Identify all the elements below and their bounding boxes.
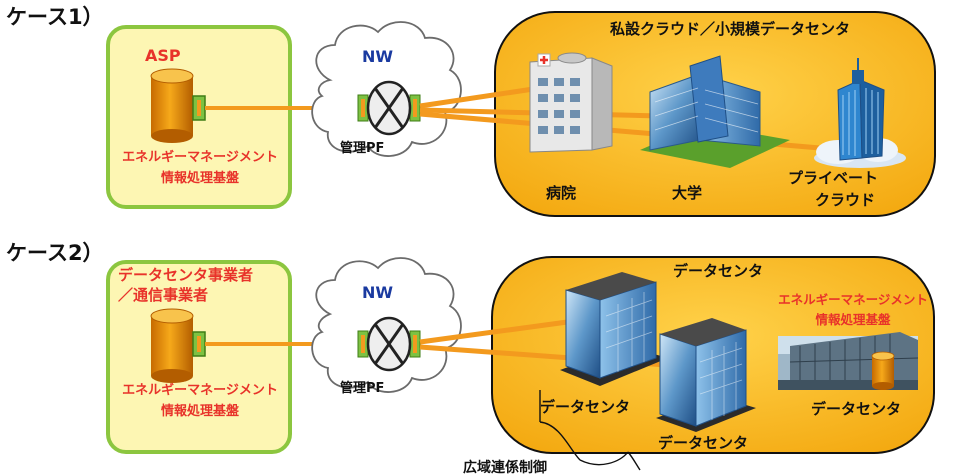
case1-cloud-title: 私設クラウド／小規模データセンタ bbox=[609, 20, 850, 38]
router-icon bbox=[357, 80, 421, 136]
router-icon bbox=[357, 316, 421, 372]
private-cloud-tower-icon bbox=[814, 58, 906, 168]
wide-area-label: 広域連係制御 bbox=[463, 459, 547, 475]
case2-nw-label: NW bbox=[362, 283, 393, 302]
case2-operator-line1: データセンタ事業者 bbox=[118, 266, 253, 284]
wide-area-bracket bbox=[539, 390, 629, 466]
datacenter-c-label: データセンタ bbox=[811, 400, 901, 418]
datacenter-building-icon bbox=[560, 272, 668, 386]
datacenter-a-label: データセンタ bbox=[540, 398, 630, 416]
case2-ems-right-line2: 情報処理基盤 bbox=[815, 312, 891, 327]
case1-label: ケース1） bbox=[6, 5, 104, 29]
case2-operator-line2: ／通信事業者 bbox=[118, 286, 208, 304]
datacenter-b-label: データセンタ bbox=[658, 434, 748, 452]
case1-nw-label: NW bbox=[362, 47, 393, 66]
case1-ems-line1: エネルギーマネージメント bbox=[122, 149, 278, 165]
private-cloud-line1: プライベート bbox=[788, 169, 878, 187]
database-icon bbox=[150, 68, 206, 143]
database-icon bbox=[150, 308, 206, 383]
operator-box bbox=[106, 260, 292, 454]
link-pf-dc-a bbox=[419, 317, 583, 345]
case2-dc-title: データセンタ bbox=[673, 262, 763, 280]
hospital-building-icon bbox=[529, 52, 613, 153]
case1-ems-line2: 情報処理基盤 bbox=[161, 170, 240, 186]
link-pf-hospital bbox=[419, 85, 541, 109]
hospital-label: 病院 bbox=[546, 184, 576, 202]
university-label: 大学 bbox=[672, 184, 702, 202]
private-cloud-line2: クラウド bbox=[815, 191, 875, 209]
case2-pf-label: 管理PF bbox=[340, 380, 384, 396]
case2-ems-right-line1: エネルギーマネージメント bbox=[778, 292, 928, 307]
university-building-icon bbox=[640, 55, 790, 168]
case2-label: ケース2） bbox=[6, 241, 104, 265]
case2-ems-line2: 情報処理基盤 bbox=[161, 403, 240, 419]
case2-ems-line1: エネルギーマネージメント bbox=[122, 382, 278, 398]
datacenter-photo-icon bbox=[778, 332, 919, 390]
wide-area-bracket-tail bbox=[627, 451, 641, 471]
asp-title: ASP bbox=[145, 46, 181, 65]
case1-pf-label: 管理PF bbox=[340, 140, 384, 156]
datacenter-building-icon bbox=[656, 318, 756, 432]
